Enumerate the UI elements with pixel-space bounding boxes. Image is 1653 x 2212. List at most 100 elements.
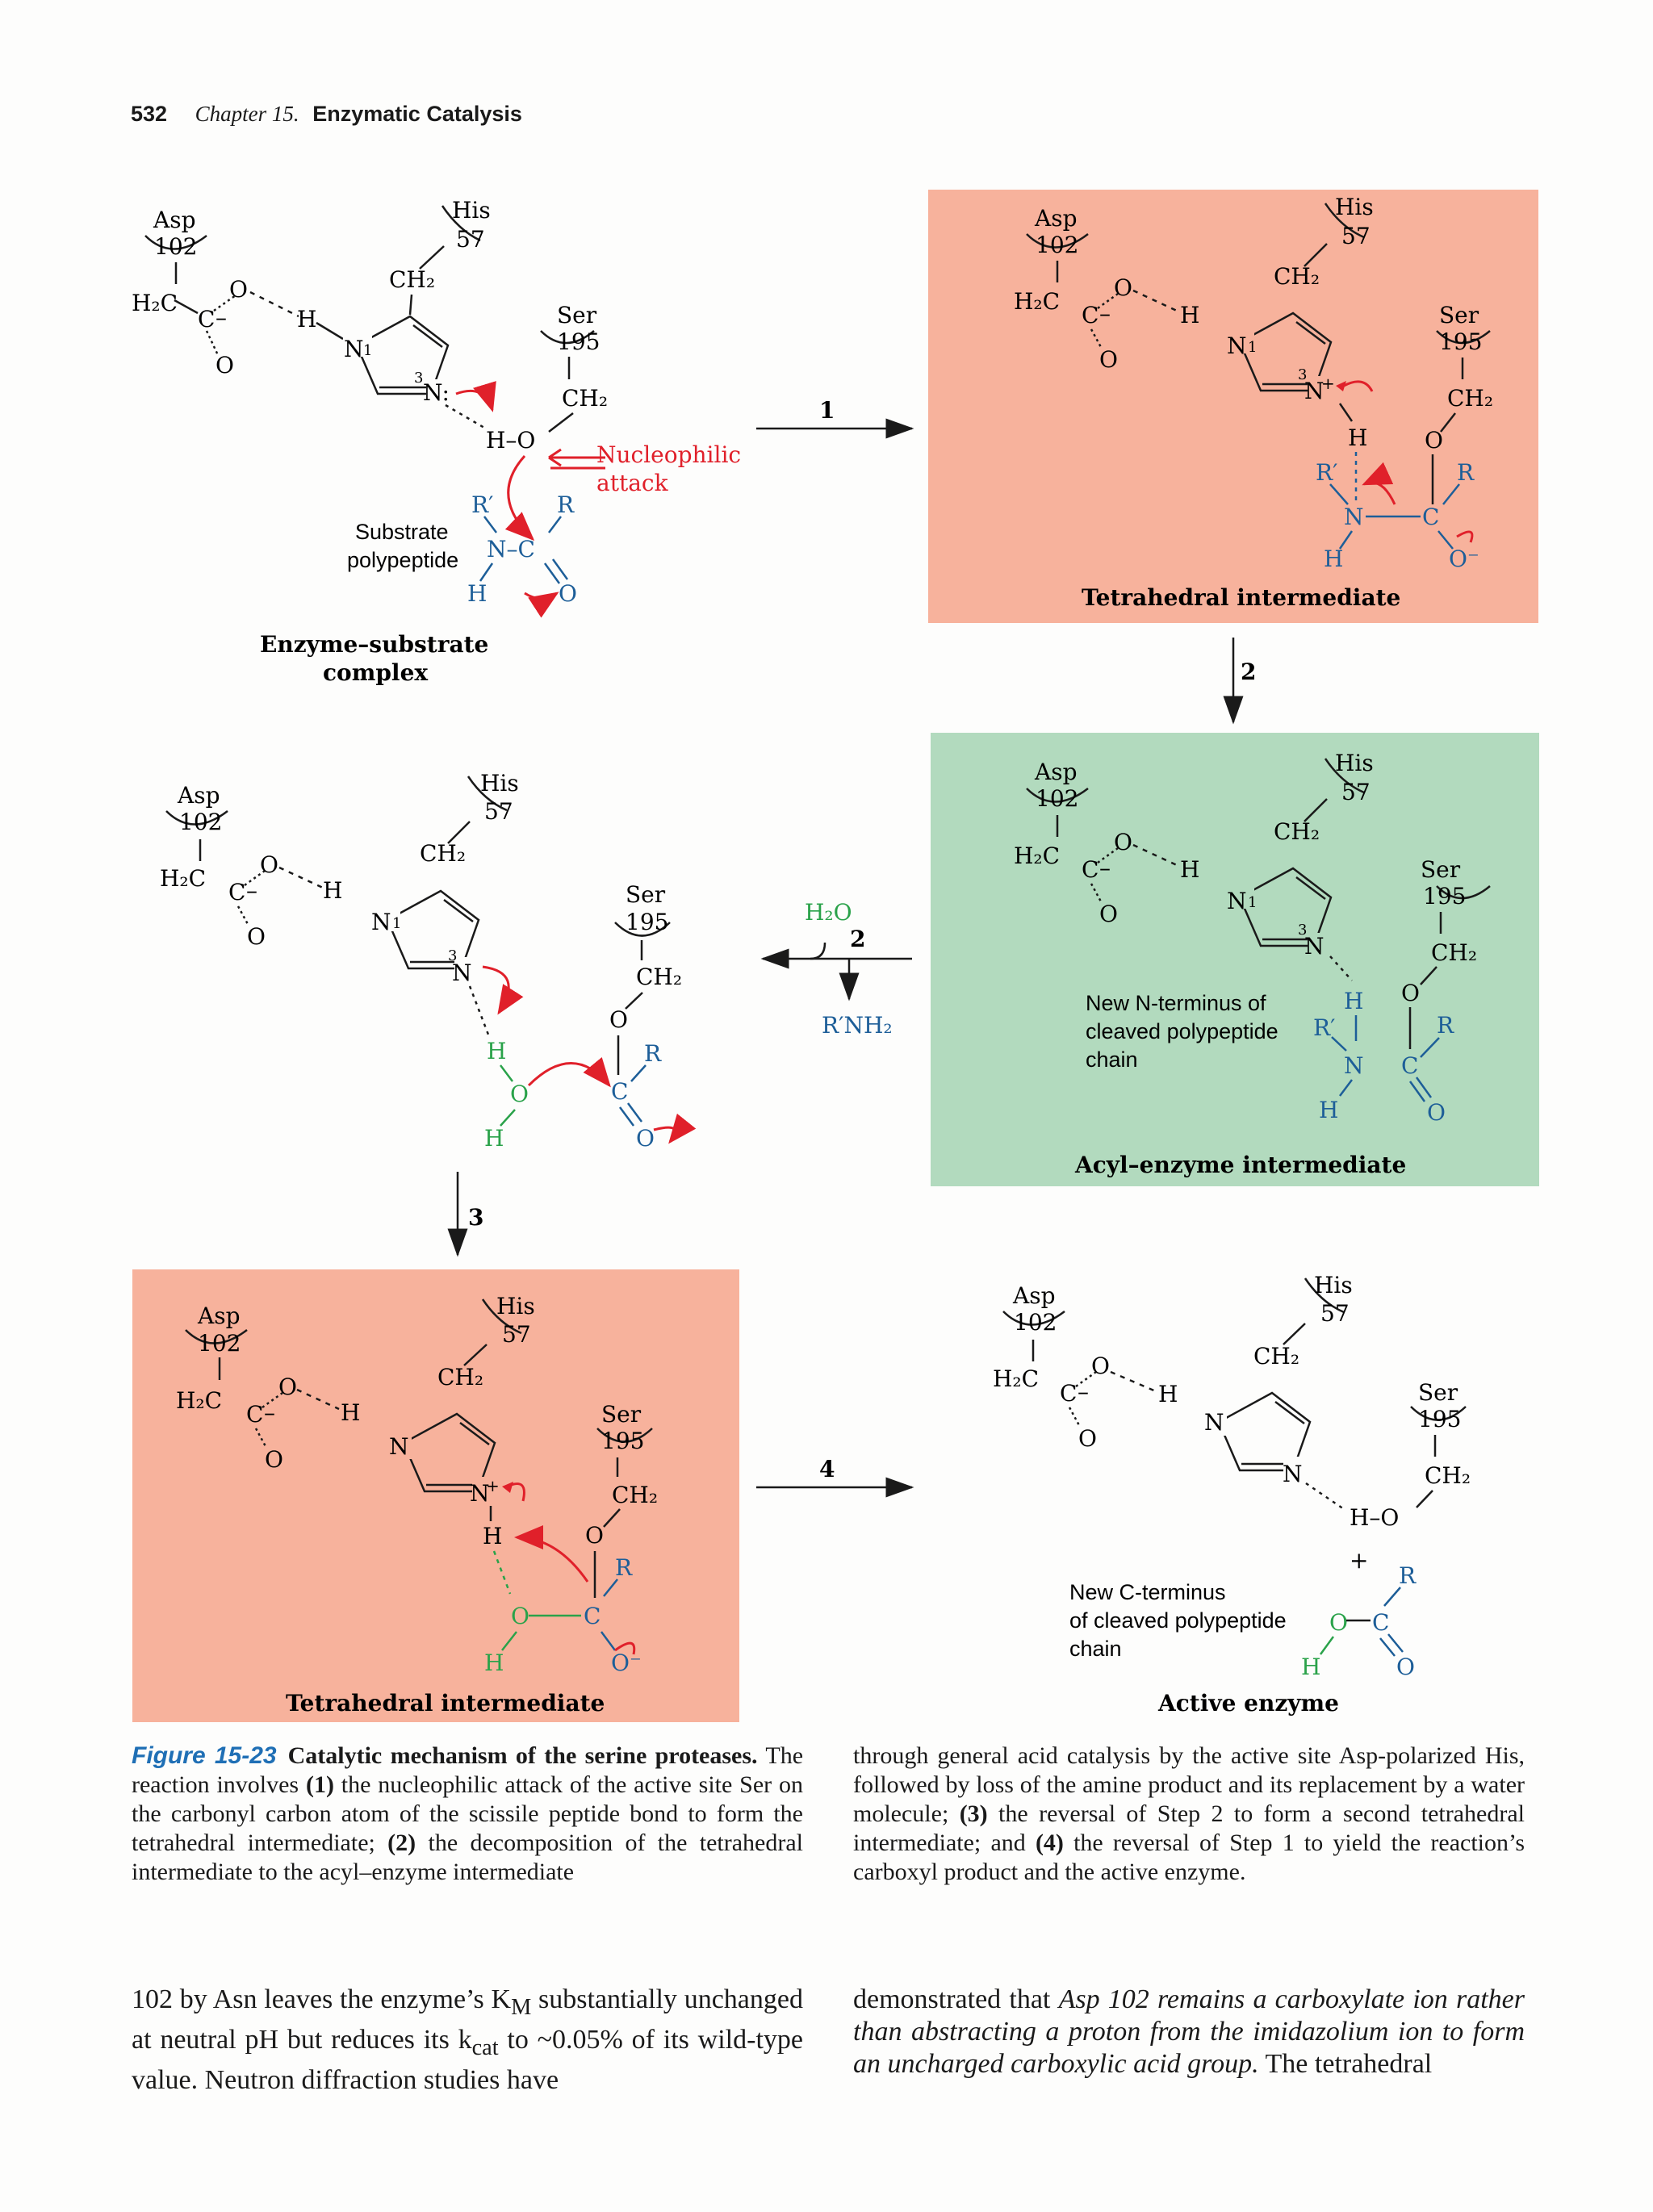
enzyme-substrate-complex: Asp 102 H₂C C – O O H His 57 CH₂ N 1 N: … — [132, 197, 741, 686]
svg-text:C: C — [611, 1078, 628, 1105]
svg-text:CH₂: CH₂ — [612, 1482, 658, 1508]
svg-text:+: + — [486, 1476, 500, 1495]
svg-text:O: O — [1114, 829, 1132, 855]
svg-text:195: 195 — [601, 1428, 644, 1454]
attack-label: attack — [596, 470, 669, 496]
svg-text:195: 195 — [1423, 883, 1466, 909]
svg-text:–: – — [264, 1399, 275, 1426]
svg-text:His: His — [480, 770, 519, 797]
svg-text:polypeptide: polypeptide — [347, 548, 458, 572]
svg-text:N: N — [344, 336, 364, 362]
svg-text:1: 1 — [392, 915, 401, 932]
svg-text:H: H — [484, 1650, 504, 1676]
svg-text:O⁻: O⁻ — [1449, 546, 1479, 572]
svg-text:H–O: H–O — [1350, 1504, 1399, 1531]
page-number: 532 — [131, 102, 168, 126]
svg-text:N: N — [1283, 1461, 1303, 1487]
svg-text:57: 57 — [456, 226, 485, 253]
figure-title: Catalytic mechanism of the serine protea… — [287, 1742, 758, 1769]
svg-text:Ser: Ser — [1418, 1379, 1458, 1406]
svg-text:O: O — [247, 923, 266, 950]
svg-text:H–O: H–O — [486, 427, 535, 454]
svg-text:3: 3 — [1298, 366, 1307, 383]
nucleophilic-label: Nucleophilic — [596, 441, 741, 468]
svg-text:1: 1 — [363, 342, 372, 359]
svg-text:R′: R′ — [1313, 1014, 1335, 1041]
svg-text:H: H — [341, 1399, 360, 1426]
svg-text:57: 57 — [1341, 223, 1371, 249]
svg-text:H: H — [323, 877, 342, 904]
svg-text:O: O — [585, 1522, 604, 1549]
svg-text:C: C — [246, 1401, 263, 1428]
svg-text:C: C — [1422, 504, 1439, 530]
svg-text:CH₂: CH₂ — [1274, 263, 1320, 290]
svg-text:102: 102 — [1014, 1309, 1057, 1336]
svg-text:C: C — [1372, 1609, 1389, 1636]
svg-text:57: 57 — [484, 798, 513, 825]
es-complex-title-1: Enzyme–substrate — [260, 631, 488, 658]
svg-text:O: O — [609, 1006, 628, 1033]
svg-text:H: H — [1301, 1654, 1320, 1680]
svg-text:102: 102 — [1036, 785, 1078, 812]
water-exchange-arrow: H₂O 2 R′NH₂ — [760, 899, 912, 1039]
svg-text:N:: N: — [423, 379, 450, 406]
svg-text:R: R — [557, 491, 575, 518]
svg-text:O: O — [1099, 901, 1118, 927]
svg-text:102: 102 — [198, 1330, 241, 1357]
svg-text:of cleaved polypeptide: of cleaved polypeptide — [1069, 1608, 1287, 1633]
svg-text:57: 57 — [1341, 779, 1371, 805]
step-1-label: 1 — [819, 397, 835, 424]
water-label: H₂O — [805, 899, 852, 926]
svg-text:O: O — [1099, 346, 1118, 373]
svg-text:O: O — [510, 1081, 529, 1107]
es-complex-title-2: complex — [323, 659, 428, 686]
svg-text:Asp: Asp — [1034, 759, 1078, 785]
svg-text:C: C — [1401, 1052, 1418, 1079]
svg-text:1: 1 — [1248, 894, 1257, 911]
svg-text:O: O — [1078, 1425, 1097, 1452]
svg-text:N: N — [1227, 332, 1247, 359]
svg-text:N–C: N–C — [487, 536, 535, 562]
figure-number: Figure 15-23 — [132, 1742, 277, 1769]
body-text-col2: demonstrated that Asp 102 remains a carb… — [853, 1984, 1525, 2079]
svg-text:R: R — [1437, 1012, 1454, 1039]
svg-text:O: O — [1425, 427, 1443, 454]
svg-text:57: 57 — [502, 1321, 531, 1348]
svg-text:CH₂: CH₂ — [1274, 818, 1320, 845]
svg-text:R′: R′ — [1316, 459, 1337, 486]
step-3-label: 3 — [468, 1204, 483, 1231]
svg-text:New N-terminus of: New N-terminus of — [1086, 991, 1266, 1015]
plus-sign: + — [1350, 1547, 1368, 1574]
svg-text:CH₂: CH₂ — [420, 840, 466, 867]
svg-text:Ser: Ser — [557, 302, 597, 328]
svg-text:N: N — [470, 1480, 490, 1507]
svg-text:N: N — [1204, 1409, 1224, 1436]
svg-text:N: N — [1227, 888, 1247, 914]
svg-text:CH₂: CH₂ — [1447, 385, 1493, 412]
acyl-enzyme-title: Acyl–enzyme intermediate — [1074, 1152, 1406, 1178]
svg-text:N: N — [389, 1433, 409, 1460]
tetrahedral-panel-1-bg — [928, 190, 1538, 623]
svg-text:CH₂: CH₂ — [1253, 1343, 1299, 1369]
svg-text:H: H — [1180, 856, 1199, 883]
svg-text:–: – — [1099, 855, 1111, 881]
svg-text:H₂C: H₂C — [176, 1387, 222, 1414]
figure-caption-col2: through general acid catalysis by the ac… — [853, 1742, 1525, 1885]
svg-text:H: H — [1324, 546, 1343, 572]
svg-text:R: R — [1399, 1562, 1417, 1589]
svg-text:R: R — [1457, 459, 1475, 486]
svg-text:195: 195 — [626, 909, 668, 935]
chapter-title: Enzymatic Catalysis — [312, 102, 522, 126]
serine-protease-mechanism-figure: Asp 102 H₂C C – O O H His 57 CH₂ N 1 N: … — [132, 190, 1539, 1722]
svg-text:C: C — [584, 1603, 601, 1629]
svg-text:R: R — [644, 1040, 662, 1067]
svg-text:N: N — [1344, 1052, 1364, 1079]
svg-text:N: N — [1344, 504, 1364, 530]
svg-text:O: O — [1427, 1099, 1446, 1126]
svg-text:C: C — [1082, 302, 1099, 328]
svg-text:Asp: Asp — [1034, 205, 1078, 232]
svg-text:H: H — [1180, 302, 1199, 328]
svg-text:–: – — [216, 304, 227, 331]
